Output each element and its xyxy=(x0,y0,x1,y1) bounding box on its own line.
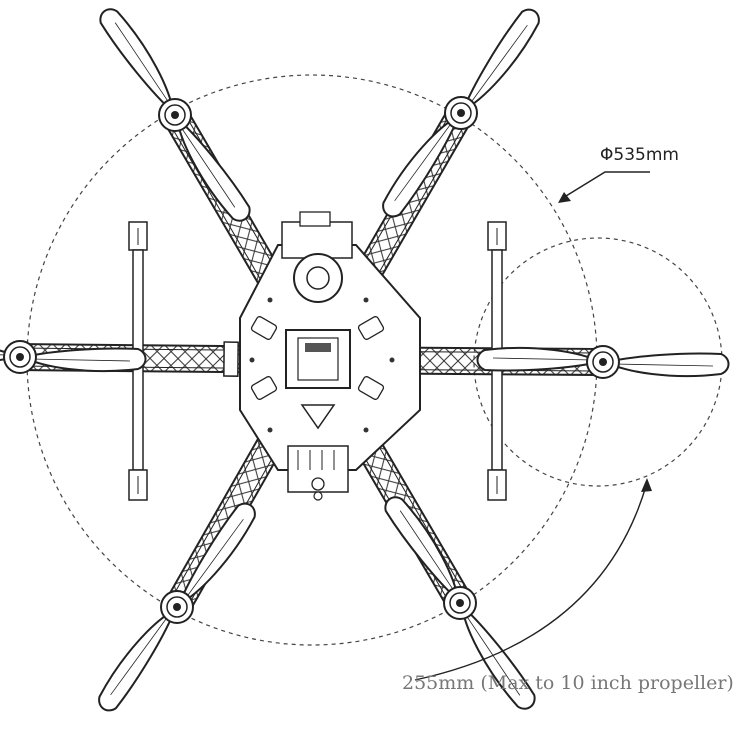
motor-icon xyxy=(3,340,37,374)
diameter-arrow xyxy=(558,171,650,203)
propeller-icon xyxy=(98,502,256,712)
center-plate xyxy=(239,211,421,501)
propeller-icon xyxy=(382,8,540,218)
propeller-icon xyxy=(0,341,147,373)
arrow-icon xyxy=(641,478,652,492)
propeller-icon xyxy=(384,496,536,710)
propeller-icon xyxy=(476,346,730,378)
propeller-icon xyxy=(99,8,251,222)
motor-icon xyxy=(160,590,194,624)
motor-icon xyxy=(443,586,477,620)
motor-icon xyxy=(586,345,620,379)
motor-icon xyxy=(444,96,478,130)
arrow-icon xyxy=(558,192,571,203)
propeller-size-label: 255mm (Max to 10 inch propeller) xyxy=(402,672,734,694)
propellers xyxy=(0,8,730,712)
propeller-arrow xyxy=(414,478,652,681)
frame-diameter-label: Φ535mm xyxy=(600,145,679,165)
motor-icon xyxy=(158,98,192,132)
